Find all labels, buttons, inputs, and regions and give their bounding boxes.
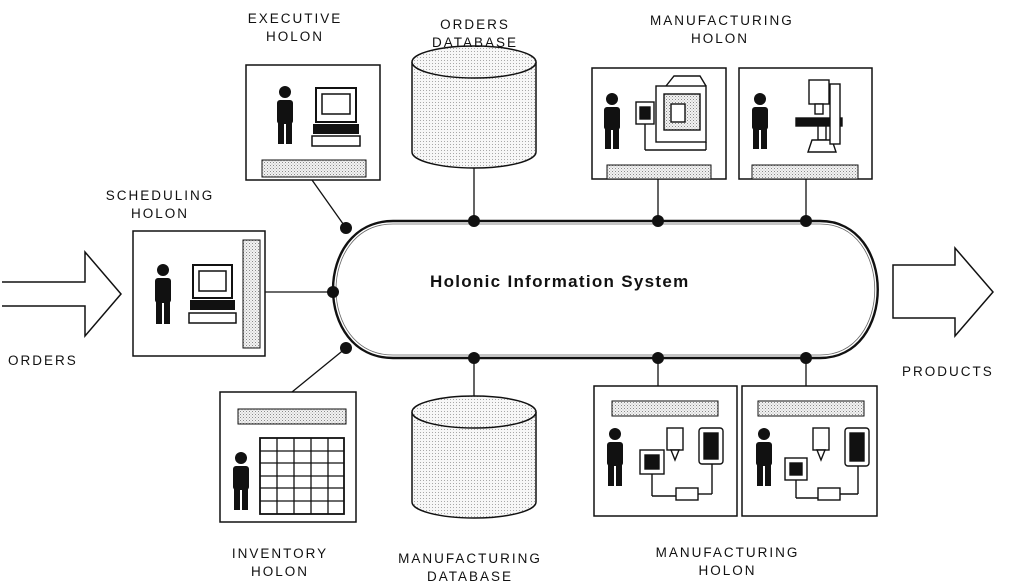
products-output-arrow bbox=[892, 245, 994, 339]
scheduling-holon bbox=[132, 230, 266, 357]
milling-machine-icon bbox=[795, 79, 843, 153]
person-icon bbox=[277, 86, 293, 144]
manufacturing-holon-bottom-1 bbox=[593, 385, 738, 517]
person-icon bbox=[607, 428, 623, 486]
products-flow-label: PRODUCTS bbox=[902, 364, 994, 379]
person-icon bbox=[233, 452, 249, 510]
inventory-holon bbox=[219, 391, 357, 523]
manufacturing-holon-top-2 bbox=[738, 67, 873, 180]
person-icon bbox=[155, 264, 171, 324]
computer-terminal-icon bbox=[188, 264, 237, 324]
orders-input-arrow bbox=[2, 249, 122, 339]
executive-holon bbox=[245, 64, 381, 181]
database-cylinder-icon bbox=[411, 395, 537, 519]
database-cylinder-icon bbox=[411, 45, 537, 169]
bus-connection-dots bbox=[327, 215, 812, 364]
person-icon bbox=[756, 428, 772, 486]
manufacturing-holon-bottom-2 bbox=[741, 385, 878, 517]
storage-rack-icon bbox=[259, 437, 345, 515]
manufacturing-holon-top-1 bbox=[591, 67, 727, 180]
computer-terminal-icon bbox=[311, 87, 361, 147]
holonic-information-bus bbox=[331, 219, 879, 360]
orders-flow-label: ORDERS bbox=[8, 353, 78, 368]
person-icon bbox=[752, 93, 768, 149]
system-title: Holonic Information System bbox=[430, 272, 690, 291]
cnc-machine-icon bbox=[784, 427, 870, 501]
person-icon bbox=[604, 93, 620, 149]
cnc-machine-icon bbox=[639, 427, 724, 501]
cnc-machine-icon bbox=[635, 75, 707, 151]
